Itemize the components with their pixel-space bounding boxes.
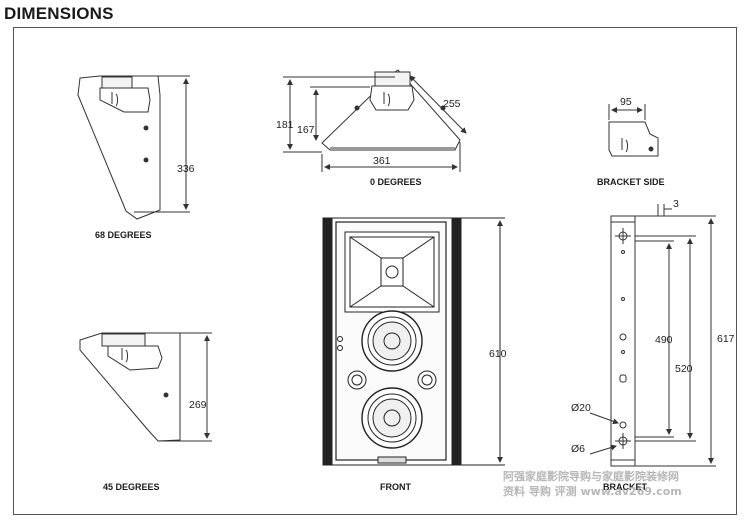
dimensions-frame [13,27,737,515]
view-45-degrees [79,332,212,442]
bracket-span-mid-label: 520 [675,363,693,375]
view-front [322,217,505,466]
front-height-label: 610 [489,348,507,360]
bracket-span-inner-label: 490 [655,334,673,346]
deg45-caption: 45 DEGREES [103,482,160,492]
bracket-hole-large-label: Ø20 [571,402,591,414]
bracket-hole-small-label: Ø6 [571,443,585,455]
diameter-symbol: Ø [571,402,579,414]
diameter-symbol: Ø [571,443,579,455]
view-bracket-side [608,104,659,157]
watermark-line-1: 阿强家庭影院导购与家庭影院装修网 [503,469,679,483]
bracket-hole-large-value: 20 [579,402,591,414]
deg0-caption: 0 DEGREES [370,177,422,187]
bracket-side-width-label: 95 [620,96,632,108]
bracket-offset-label: 3 [673,198,679,210]
deg0-diagonal-label: 255 [443,98,461,110]
watermark-line-2: 资料 导购 评测 www.av269.com [503,484,682,498]
deg68-height-label: 336 [177,163,195,175]
bracket-hole-small-value: 6 [579,443,585,455]
deg0-height-inner-label: 167 [297,124,315,136]
deg68-caption: 68 DEGREES [95,230,152,240]
view-bracket [589,204,716,467]
bracket-side-caption: BRACKET SIDE [597,177,665,187]
bracket-caption: BRACKET [603,482,648,492]
view-68-degrees [77,75,190,220]
front-caption: FRONT [380,482,411,492]
page-title: DIMENSIONS [4,4,114,23]
view-0-degrees [283,69,467,172]
deg0-height-outer-label: 181 [276,119,294,131]
deg45-height-label: 269 [189,399,207,411]
bracket-span-outer-label: 617 [717,333,735,345]
deg0-width-label: 361 [373,155,391,167]
